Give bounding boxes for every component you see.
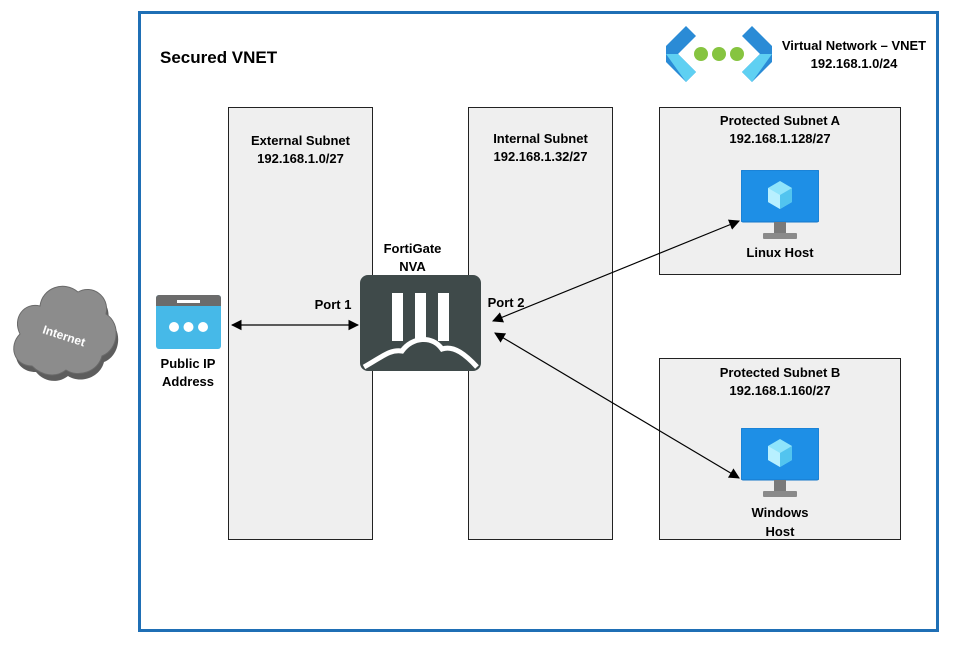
- external-subnet-cidr: 192.168.1.0/27: [257, 151, 344, 166]
- internal-subnet-name: Internal Subnet: [493, 131, 588, 146]
- vm-icon: [741, 428, 819, 497]
- protected-subnet-b-name: Protected Subnet B: [719, 365, 841, 380]
- public-ip-label-line1: Public IP: [160, 356, 216, 371]
- protected-subnet-a-name: Protected Subnet A: [719, 113, 841, 128]
- port2-to-windows-link: [494, 332, 740, 479]
- public-ip-label-line2: Address: [161, 374, 215, 389]
- fortigate-icon: [360, 275, 481, 371]
- virtual-network-icon: [666, 26, 772, 82]
- vnet-legend-name: Virtual Network – VNET: [781, 38, 927, 53]
- protected-subnet-b-cidr: 192.168.1.160/27: [729, 383, 831, 398]
- windows-host-label-line1: Windows: [751, 505, 809, 520]
- vnet-title: Secured VNET: [160, 48, 278, 67]
- vnet-legend-cidr: 192.168.1.0/24: [810, 56, 898, 71]
- fortigate-label-line2: NVA: [399, 259, 426, 274]
- public-ip-icon: [156, 295, 221, 349]
- external-subnet-name: External Subnet: [251, 133, 350, 148]
- internal-subnet-cidr: 192.168.1.32/27: [493, 149, 588, 164]
- cloud-icon: Internet: [13, 285, 119, 381]
- linux-host-label: Linux Host: [746, 245, 814, 260]
- protected-subnet-a-cidr: 192.168.1.128/27: [729, 131, 831, 146]
- port2-to-linux-link: [491, 219, 741, 323]
- fortigate-port1-label: Port 1: [314, 297, 352, 312]
- secured-vnet-boundary: [138, 11, 939, 632]
- vm-icon: [741, 170, 819, 239]
- windows-host-label-line2: Host: [765, 524, 795, 539]
- fortigate-label-line1: FortiGate: [383, 241, 442, 256]
